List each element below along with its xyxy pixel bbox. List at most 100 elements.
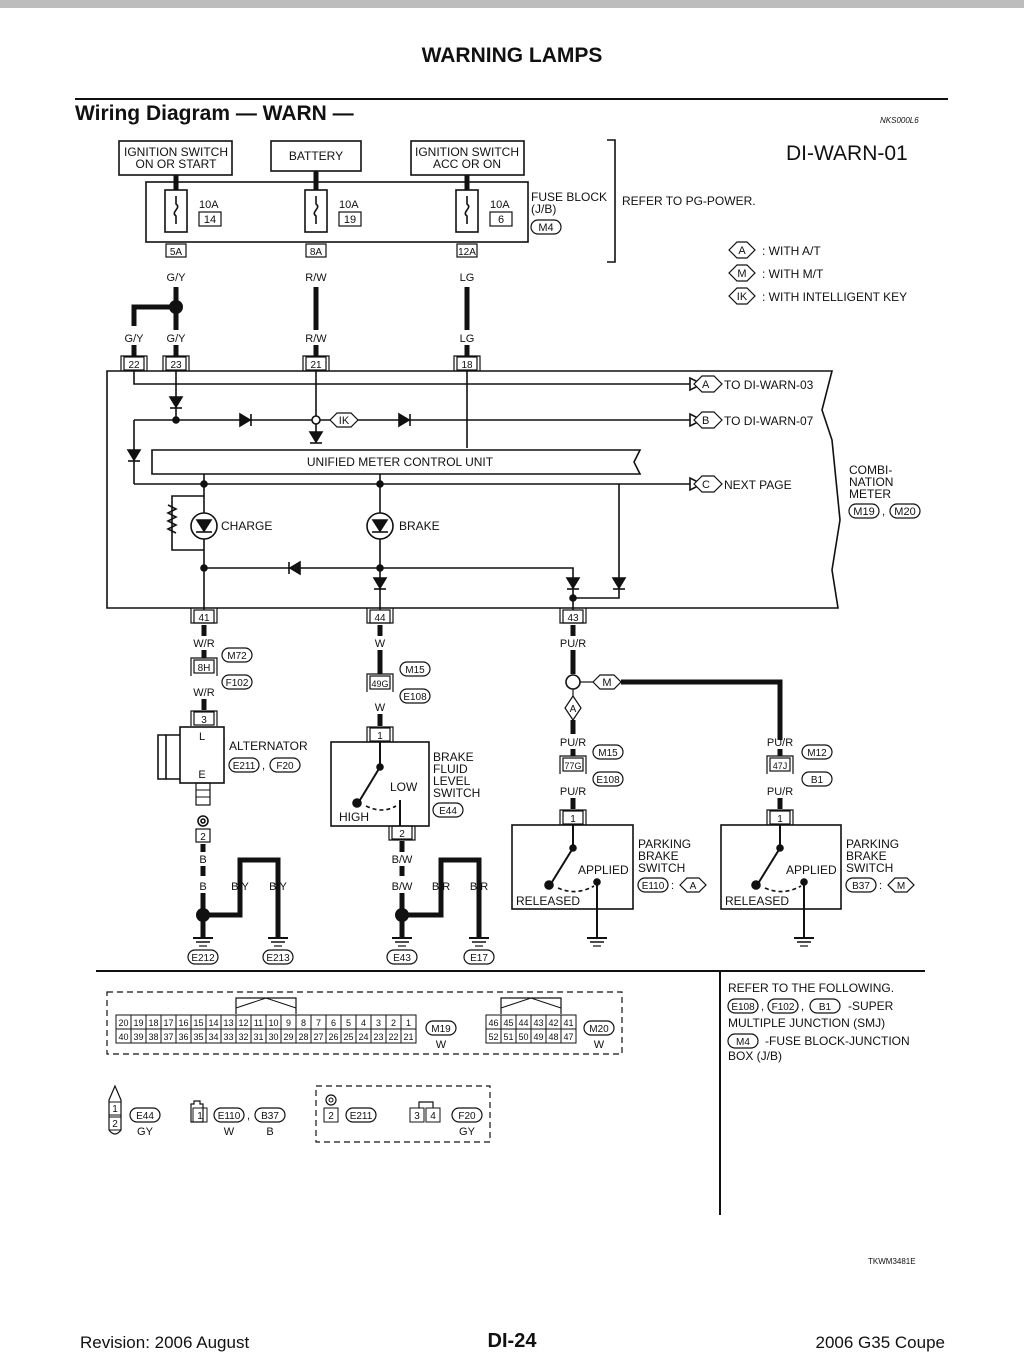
m19-pin-label: 40 [118,1032,128,1042]
m19-pin-label: 39 [133,1032,143,1042]
b37-name: B37 [261,1111,279,1122]
park-left-jc-conn1: M15 [598,748,618,759]
svg-text::: : [879,880,882,892]
charge-wire4: B [199,881,206,893]
park-right-released: RELEASED [725,894,789,908]
fuse1-terminal: 5A [170,247,183,258]
source1-label1: IGNITION SWITCH [124,145,228,159]
out-term-44: 44 [374,613,386,624]
m20-color: W [594,1039,605,1051]
f20-name: F20 [458,1111,476,1122]
footer-page-number: DI-24 [487,1330,537,1352]
m19-pin-label: 37 [163,1032,173,1042]
m19-name: M19 [431,1024,451,1035]
park-right-tag: M [897,881,905,892]
park-left-wire2: PU/R [560,786,586,798]
refer-line3: MULTIPLE JUNCTION (SMJ) [728,1016,885,1030]
fuse3-amp: 10A [490,199,510,211]
m19-pin-label: 17 [163,1018,173,1028]
brake-jc-conn1: M15 [405,665,425,676]
combination-meter-outline [106,370,841,609]
e110-name: E110 [218,1111,241,1122]
ik-tag: IK [339,415,350,427]
fuse1-amp: 10A [199,199,219,211]
m19-pin-label: 4 [361,1018,366,1028]
brake-name2: FLUID [433,762,468,776]
m19-pin-label: 2 [391,1018,396,1028]
legend-m-tag: M [737,268,746,280]
brake-sw-conn: E44 [439,806,457,817]
brake-wire6: B/R [470,881,488,893]
m19-pin-label: 22 [388,1032,398,1042]
m19-pin-label: 34 [208,1032,218,1042]
out-term-41: 41 [198,613,210,624]
m20-pin-label: 52 [488,1032,498,1042]
m19-pin-label: 32 [238,1032,248,1042]
m19-pin-label: 24 [358,1032,368,1042]
section-heading: Wiring Diagram — WARN — [75,102,354,125]
refer-c3: B1 [819,1002,832,1013]
charge-wire6: B/Y [269,881,287,893]
source3-label1: IGNITION SWITCH [415,145,519,159]
m19-pin-label: 35 [193,1032,203,1042]
m20-pin-label: 51 [503,1032,513,1042]
m20-pin-label: 49 [533,1032,543,1042]
b37-color: B [266,1126,273,1138]
legend-ik-text: : WITH INTELLIGENT KEY [762,290,907,304]
svg-text::: : [671,880,674,892]
unified-meter-label: UNIFIED METER CONTROL UNIT [307,455,494,469]
top-scrollbar [0,0,1024,8]
source1-label2: ON OR START [136,157,218,171]
m19-pin-label: 36 [178,1032,188,1042]
alt-conn1: E211 [233,761,256,772]
refer-pg-power: REFER TO PG-POWER. [622,194,756,208]
page-title: WARNING LAMPS [421,44,603,67]
svg-text:,: , [247,1110,250,1122]
refer-t2: -FUSE BLOCK-JUNCTION [765,1034,910,1048]
e44-pin2: 2 [112,1119,118,1130]
park-right-name3: SWITCH [846,861,893,875]
legend-a-text: : WITH A/T [762,244,821,258]
park-left-conn: E110 [642,881,665,892]
image-code: TKWM3481E [868,1257,916,1266]
e110-pin: 1 [197,1111,203,1122]
m19-pin-label: 23 [373,1032,383,1042]
to-c-tag: C [702,479,710,491]
m20-pin-label: 50 [518,1032,528,1042]
m19-pin-label: 5 [346,1018,351,1028]
park-left-jc-term: 77G [564,761,581,771]
brake-sw-term-top: 1 [377,731,383,742]
legend-a-tag: A [738,245,746,257]
m19-pin-label: 16 [178,1018,188,1028]
section-rule [75,98,948,100]
fuse3-terminal: 12A [458,247,476,258]
battery-label: BATTERY [289,149,343,163]
alt-l: L [199,731,205,743]
e211-pin: 2 [328,1111,334,1122]
to-b-tag: B [702,415,709,427]
charge-wire5: B/Y [231,881,249,893]
refer-c2: F102 [772,1002,795,1013]
m19-pin-label: 21 [403,1032,413,1042]
to-a-text: TO DI-WARN-03 [724,378,814,392]
e44-pin1: 1 [112,1104,118,1115]
refer-line1: REFER TO THE FOLLOWING. [728,981,894,995]
meter-name1: COMBI- [849,463,892,477]
fuse1-wire: G/Y [167,272,187,284]
park-left-name2: BRAKE [638,849,679,863]
e110-color: W [224,1126,235,1138]
m19-pin-label: 38 [148,1032,158,1042]
meter-conn2: M20 [894,506,915,518]
m20-pin-label: 48 [548,1032,558,1042]
park-right-jc-conn1: M12 [807,748,827,759]
park-left-wire: PU/R [560,737,586,749]
m19-pin-label: 30 [268,1032,278,1042]
m20-pin-label: 41 [563,1018,573,1028]
brake-low: LOW [390,780,418,794]
m19-pin-label: 15 [193,1018,203,1028]
m20-pin-label: 46 [488,1018,498,1028]
svg-text:,: , [882,506,885,518]
m19-pin-label: 13 [223,1018,233,1028]
